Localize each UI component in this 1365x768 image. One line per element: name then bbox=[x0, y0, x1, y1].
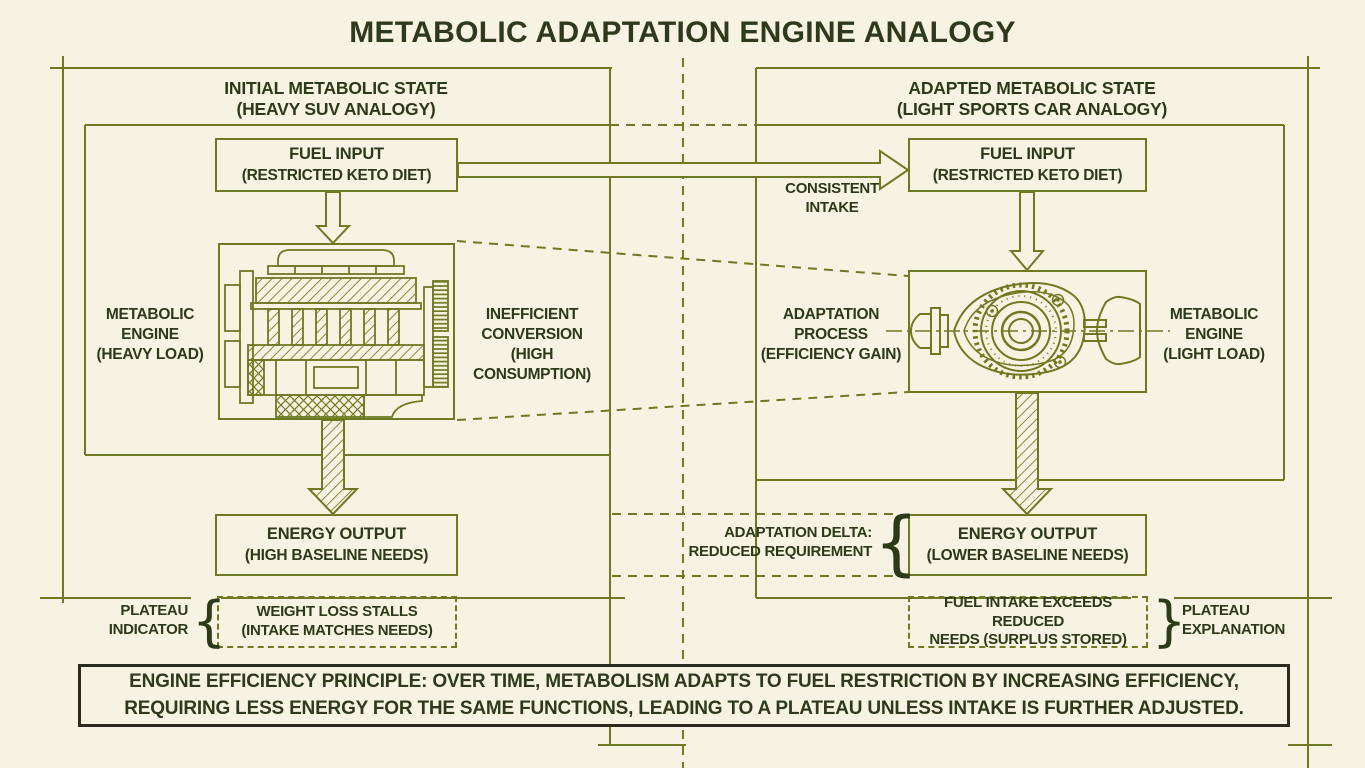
principle-banner-line2: REQUIRING LESS ENERGY FOR THE SAME FUNCT… bbox=[124, 697, 1244, 719]
plateau-box-right-line1: FUEL INTAKE EXCEEDS REDUCED bbox=[944, 593, 1112, 630]
engine-label-right-line3: (LIGHT LOAD) bbox=[1163, 346, 1265, 364]
construction-dashed-lines bbox=[456, 58, 909, 768]
plateau-box-left-line2: (INTAKE MATCHES NEEDS) bbox=[241, 622, 433, 639]
metabolic-engine-label-left: METABOLIC ENGINE (HEAVY LOAD) bbox=[85, 305, 215, 365]
plateau-indicator-brace-icon: { bbox=[192, 590, 227, 653]
plateau-explanation-line1: PLATEAU bbox=[1182, 602, 1250, 619]
right-panel-header-line1: ADAPTED METABOLIC STATE bbox=[908, 78, 1156, 98]
fuel-input-box-left: FUEL INPUT (RESTRICTED KETO DIET) bbox=[215, 138, 458, 192]
energy-output-arrow-right bbox=[1000, 392, 1054, 516]
adaptation-delta-label: ADAPTATION DELTA: REDUCED REQUIREMENT bbox=[680, 524, 873, 562]
plateau-explanation-label: PLATEAU EXPLANATION bbox=[1182, 602, 1312, 640]
consistent-intake-label: CONSISTENT INTAKE bbox=[770, 180, 894, 218]
principle-banner: ENGINE EFFICIENCY PRINCIPLE: OVER TIME, … bbox=[78, 664, 1290, 727]
metabolic-engine-box-left bbox=[218, 243, 455, 420]
adaptation-delta-line1: ADAPTATION DELTA: bbox=[724, 524, 872, 541]
left-panel-header: INITIAL METABOLIC STATE (HEAVY SUV ANALO… bbox=[146, 78, 526, 121]
engine-label-right-line1: METABOLIC bbox=[1169, 306, 1259, 323]
energy-output-box-right: ENERGY OUTPUT (LOWER BASELINE NEEDS) bbox=[908, 514, 1147, 576]
plateau-box-left-line1: WEIGHT LOSS STALLS bbox=[256, 603, 418, 621]
fuel-down-arrow-right bbox=[1008, 191, 1046, 272]
fuel-input-right-line1: FUEL INPUT bbox=[980, 145, 1075, 164]
consistent-intake-line2: INTAKE bbox=[805, 198, 859, 216]
plateau-explanation-line2: EXPLANATION bbox=[1182, 620, 1286, 638]
adaptation-process-label: ADAPTATION PROCESS (EFFICIENCY GAIN) bbox=[756, 305, 906, 365]
plateau-indicator-label: PLATEAU INDICATOR bbox=[90, 602, 189, 640]
page-title: METABOLIC ADAPTATION ENGINE ANALOGY bbox=[349, 16, 1016, 49]
fuel-input-left-line1: FUEL INPUT bbox=[289, 145, 384, 164]
adaptation-delta-brace-icon: { bbox=[874, 502, 919, 584]
energy-output-box-left: ENERGY OUTPUT (HIGH BASELINE NEEDS) bbox=[215, 514, 458, 576]
plateau-indicator-line1: PLATEAU bbox=[120, 602, 188, 619]
adaptation-delta-line2: REDUCED REQUIREMENT bbox=[688, 542, 873, 560]
fuel-input-left-line2: (RESTRICTED KETO DIET) bbox=[241, 166, 432, 184]
process-label-line1: ADAPTATION bbox=[782, 306, 880, 323]
left-panel-header-line1: INITIAL METABOLIC STATE bbox=[224, 78, 448, 98]
consistent-intake-line1: CONSISTENT bbox=[785, 180, 879, 197]
plateau-box-left: WEIGHT LOSS STALLS (INTAKE MATCHES NEEDS… bbox=[217, 596, 457, 648]
fuel-down-arrow-left bbox=[314, 191, 352, 245]
fuel-input-box-right: FUEL INPUT (RESTRICTED KETO DIET) bbox=[908, 138, 1147, 192]
engine-label-left-line3: (HEAVY LOAD) bbox=[96, 346, 204, 364]
principle-banner-line1: ENGINE EFFICIENCY PRINCIPLE: OVER TIME, … bbox=[129, 670, 1239, 692]
energy-output-right-line1: ENERGY OUTPUT bbox=[957, 525, 1098, 544]
right-panel-header-line2: (LIGHT SPORTS CAR ANALOGY) bbox=[896, 99, 1168, 120]
plateau-box-right-line2: NEEDS (SURPLUS STORED) bbox=[929, 631, 1127, 649]
plateau-indicator-line2: INDICATOR bbox=[108, 620, 189, 638]
conversion-label-line1: INEFFICIENT bbox=[485, 306, 579, 323]
inefficient-conversion-label: INEFFICIENT CONVERSION (HIGH CONSUMPTION… bbox=[456, 305, 608, 386]
engine-label-left-line1: METABOLIC bbox=[105, 306, 195, 323]
metabolic-engine-box-right bbox=[908, 270, 1147, 393]
engine-label-left-line2: ENGINE bbox=[121, 326, 179, 344]
process-label-line2: PROCESS bbox=[794, 326, 868, 344]
fuel-input-right-line2: (RESTRICTED KETO DIET) bbox=[932, 166, 1123, 184]
energy-output-arrow-left bbox=[306, 419, 360, 516]
process-label-line3: (EFFICIENCY GAIN) bbox=[760, 346, 902, 364]
conversion-label-line3: (HIGH CONSUMPTION) bbox=[473, 346, 591, 384]
metabolic-engine-label-right: METABOLIC ENGINE (LIGHT LOAD) bbox=[1147, 305, 1281, 365]
energy-output-right-line2: (LOWER BASELINE NEEDS) bbox=[926, 546, 1129, 564]
energy-output-left-line2: (HIGH BASELINE NEEDS) bbox=[244, 546, 429, 564]
engine-label-right-line2: ENGINE bbox=[1185, 326, 1243, 344]
conversion-label-line2: CONVERSION bbox=[481, 326, 583, 344]
left-panel-header-line2: (HEAVY SUV ANALOGY) bbox=[236, 99, 436, 120]
plateau-explanation-brace-icon: } bbox=[1152, 590, 1187, 653]
energy-output-left-line1: ENERGY OUTPUT bbox=[266, 525, 407, 544]
right-panel-header: ADAPTED METABOLIC STATE (LIGHT SPORTS CA… bbox=[842, 78, 1222, 121]
plateau-box-right: FUEL INTAKE EXCEEDS REDUCED NEEDS (SURPL… bbox=[908, 593, 1148, 649]
